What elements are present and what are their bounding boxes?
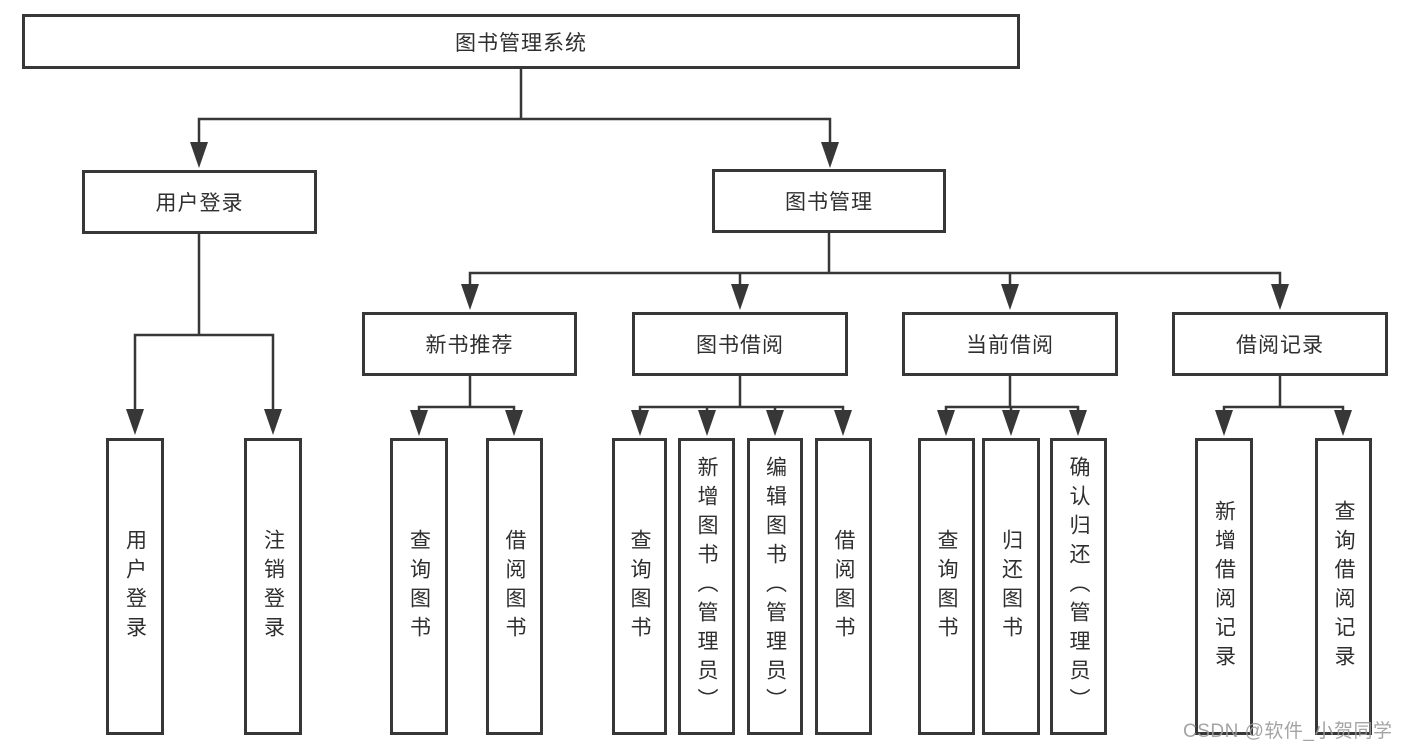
- leaf-add-books-admin: 新增图书（管理员）: [678, 438, 735, 735]
- leaf-query-books: 查询图书: [612, 438, 667, 735]
- leaf-borrow-books: 借阅图书: [486, 438, 543, 735]
- node-label: 用户登录: [155, 192, 244, 215]
- arrow-down-icon: [505, 410, 523, 436]
- node-borrowing-records: 借阅记录: [1172, 312, 1388, 376]
- node-user-login: 用户登录: [82, 170, 317, 234]
- arrow-down-icon: [1001, 284, 1019, 310]
- edge-records-to-leaves: [1222, 376, 1345, 414]
- leaf-return-books: 归还图书: [982, 438, 1040, 735]
- arrow-down-icon: [461, 284, 479, 310]
- node-library-management-system: 图书管理系统: [22, 14, 1020, 69]
- node-new-book-recommendation: 新书推荐: [362, 312, 577, 376]
- node-label: 查询借阅记录: [1332, 499, 1355, 674]
- arrow-down-icon: [1069, 410, 1087, 436]
- node-label: 新书推荐: [425, 334, 514, 357]
- arrow-down-icon: [1271, 284, 1289, 310]
- arrow-down-icon: [766, 410, 784, 436]
- arrow-down-icon: [631, 410, 649, 436]
- node-label: 图书管理系统: [455, 31, 587, 55]
- node-label: 归还图书: [999, 528, 1023, 645]
- node-label: 借阅记录: [1236, 334, 1324, 357]
- node-label: 借阅图书: [832, 528, 855, 645]
- leaf-confirm-return-admin: 确认归还（管理员）: [1050, 438, 1107, 735]
- node-label: 图书借阅: [696, 334, 784, 357]
- arrow-down-icon: [126, 409, 144, 435]
- node-book-borrowing: 图书借阅: [632, 312, 848, 376]
- leaf-add-borrow-record: 新增借阅记录: [1195, 438, 1253, 735]
- arrow-down-icon: [264, 409, 282, 435]
- arrow-down-icon: [937, 410, 955, 436]
- node-label: 编辑图书（管理员）: [763, 456, 787, 717]
- edge-book-management-to-level3: [468, 233, 1282, 290]
- arrow-down-icon: [1002, 410, 1020, 436]
- node-book-management: 图书管理: [712, 169, 946, 233]
- csdn-watermark: CSDN @软件_小贺同学: [1183, 721, 1393, 742]
- node-label: 查询图书: [407, 528, 431, 645]
- node-label: 查询图书: [628, 528, 651, 645]
- node-label: 图书管理: [785, 191, 873, 214]
- leaf-logout: 注销登录: [244, 438, 302, 735]
- edge-current-to-leaves: [944, 376, 1080, 414]
- leaf-query-books: 查询图书: [918, 438, 975, 735]
- arrow-down-icon: [834, 410, 852, 436]
- leaf-borrow-books: 借阅图书: [815, 438, 872, 735]
- node-label: 新增借阅记录: [1212, 499, 1236, 674]
- node-label: 确认归还（管理员）: [1067, 456, 1090, 717]
- arrow-down-icon: [410, 410, 428, 436]
- node-label: 用户登录: [123, 528, 147, 645]
- node-label: 查询图书: [935, 528, 958, 645]
- leaf-edit-books-admin: 编辑图书（管理员）: [747, 438, 803, 735]
- leaf-query-books: 查询图书: [390, 438, 448, 735]
- arrow-down-icon: [1334, 410, 1352, 436]
- node-current-borrowing: 当前借阅: [902, 312, 1118, 376]
- arrow-down-icon: [698, 410, 716, 436]
- arrow-down-icon: [190, 142, 208, 168]
- arrow-down-icon: [821, 142, 839, 168]
- leaf-query-borrow-record: 查询借阅记录: [1315, 438, 1372, 735]
- node-label: 借阅图书: [503, 528, 526, 645]
- edge-root-to-level2: [197, 69, 832, 148]
- edge-recommendation-to-leaves: [417, 376, 516, 414]
- arrow-down-icon: [731, 284, 749, 310]
- edge-borrowing-to-leaves: [638, 376, 845, 414]
- node-label: 注销登录: [261, 528, 285, 645]
- node-label: 当前借阅: [966, 334, 1054, 357]
- arrow-down-icon: [1215, 410, 1233, 436]
- leaf-user-login: 用户登录: [106, 438, 164, 735]
- node-label: 新增图书（管理员）: [695, 456, 718, 717]
- edge-user-login-to-leaves: [133, 234, 275, 415]
